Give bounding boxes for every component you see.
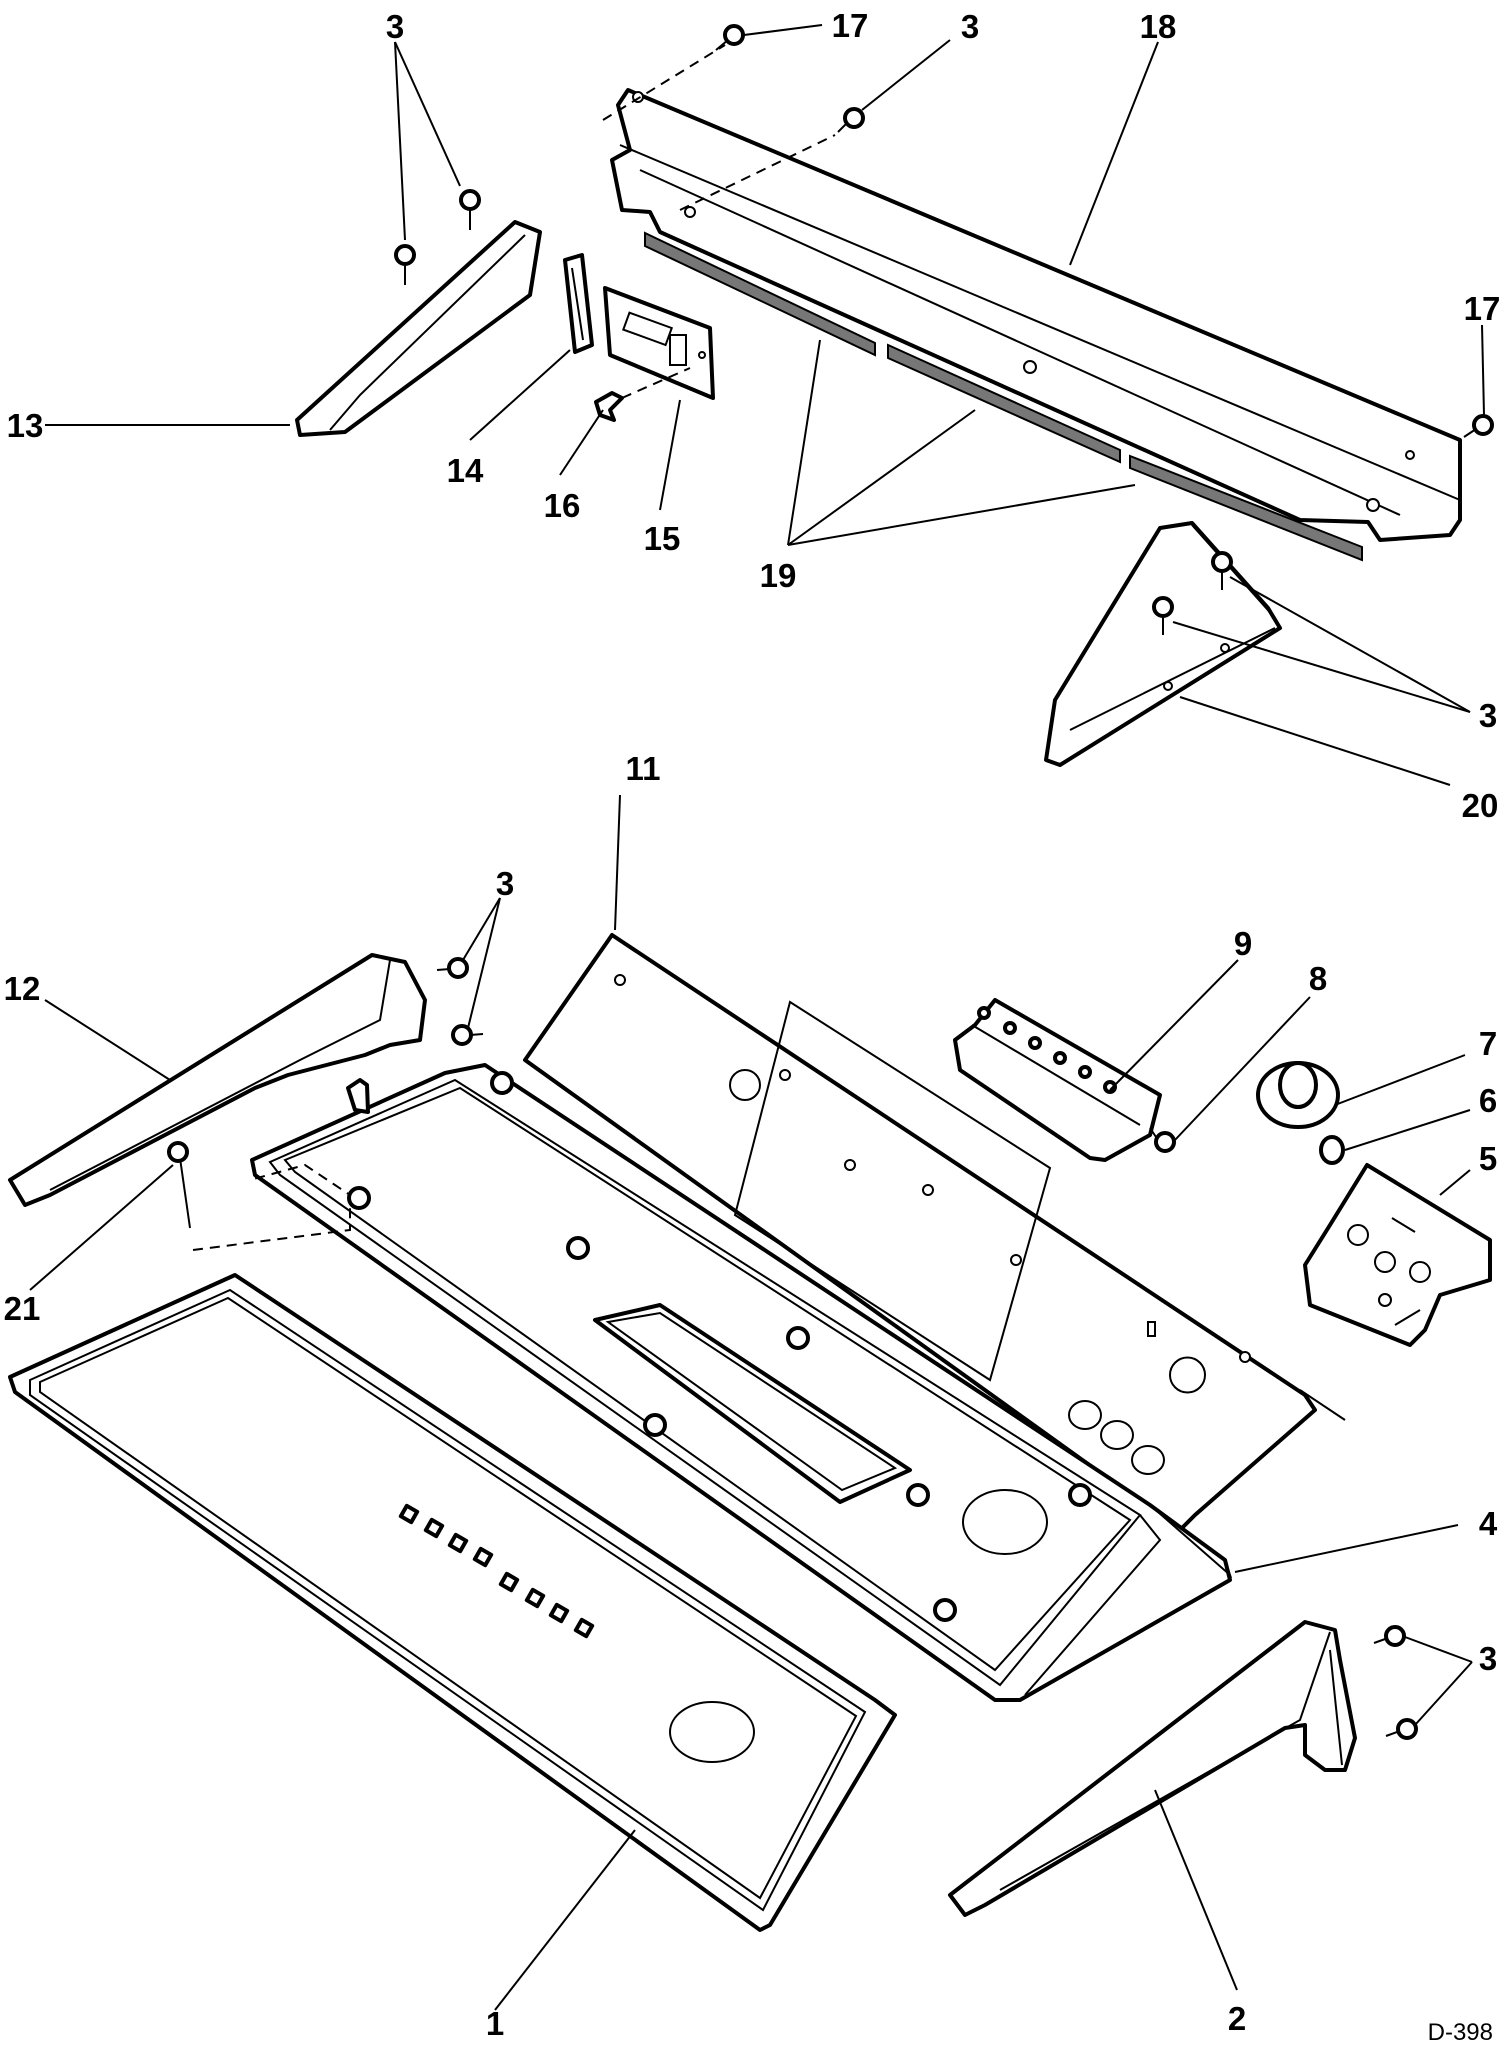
- callout-3-lower-right: 3: [1479, 1640, 1497, 1677]
- callout-20: 20: [1462, 787, 1499, 824]
- screw-3-endcap20-a: [1211, 551, 1233, 590]
- switch-block: [953, 998, 1162, 1162]
- callout-11: 11: [626, 750, 661, 787]
- screw-3-endcap12-a: [436, 957, 469, 979]
- callout-21: 21: [4, 1290, 41, 1327]
- screw-3-endcap2-b: [1385, 1718, 1418, 1740]
- screw-8: [1149, 1127, 1176, 1153]
- callout-3-top: 3: [961, 8, 979, 45]
- console-front-frame: [250, 1063, 1233, 1702]
- leader-lines: [29, 24, 1485, 2011]
- end-cap-left-lower: [8, 953, 427, 1207]
- callout-7: 7: [1479, 1025, 1497, 1062]
- callout-8: 8: [1309, 960, 1327, 997]
- callout-2: 2: [1228, 2000, 1246, 2037]
- callout-19: 19: [760, 557, 797, 594]
- front-overlay-panel: [8, 1273, 897, 1932]
- screw-3-endcap2-a: [1373, 1625, 1406, 1647]
- screw-3-bracket: [837, 107, 865, 133]
- callout-3-right-upper: 3: [1479, 697, 1497, 734]
- end-cap-left-upper: [295, 220, 542, 437]
- callout-4: 4: [1479, 1505, 1498, 1542]
- screw-21: [167, 1141, 351, 1251]
- callout-3-lower-left: 3: [496, 865, 514, 902]
- callout-18: 18: [1140, 8, 1177, 45]
- callout-3-top-left: 3: [386, 8, 404, 45]
- screw-3-endcap-b: [459, 189, 481, 230]
- console-back-panel: [523, 933, 1346, 1532]
- callout-12: 12: [4, 970, 41, 1007]
- callout-5: 5: [1479, 1140, 1497, 1177]
- callout-16: 16: [544, 487, 581, 524]
- document-id: D-398: [1428, 2019, 1493, 2046]
- timer-switch: [1303, 1163, 1492, 1347]
- washer: [1319, 1135, 1345, 1165]
- screw-17-right: [1463, 414, 1494, 438]
- screw-3-endcap20-b: [1152, 596, 1174, 635]
- callout-labels: 3 17 3 18 17 13 14 16 15 19 3 20 11 3 12…: [4, 7, 1500, 2046]
- rear-bracket: [610, 88, 1462, 542]
- callout-17-right: 17: [1464, 290, 1500, 327]
- callout-6: 6: [1479, 1082, 1497, 1119]
- callout-9: 9: [1234, 925, 1252, 962]
- callout-15: 15: [644, 520, 681, 557]
- callout-14: 14: [447, 452, 484, 489]
- end-cap-right-lower: [948, 1620, 1357, 1917]
- screw-3-endcap-a: [394, 244, 416, 285]
- callout-13: 13: [7, 407, 44, 444]
- gasket-strips: [644, 231, 1363, 562]
- knob: [1256, 1061, 1340, 1129]
- screw-17-left: [715, 24, 745, 51]
- callout-1: 1: [486, 2005, 504, 2042]
- screw-3-endcap12-b: [451, 1024, 484, 1046]
- connector: [563, 253, 594, 354]
- callout-17-top: 17: [832, 7, 869, 44]
